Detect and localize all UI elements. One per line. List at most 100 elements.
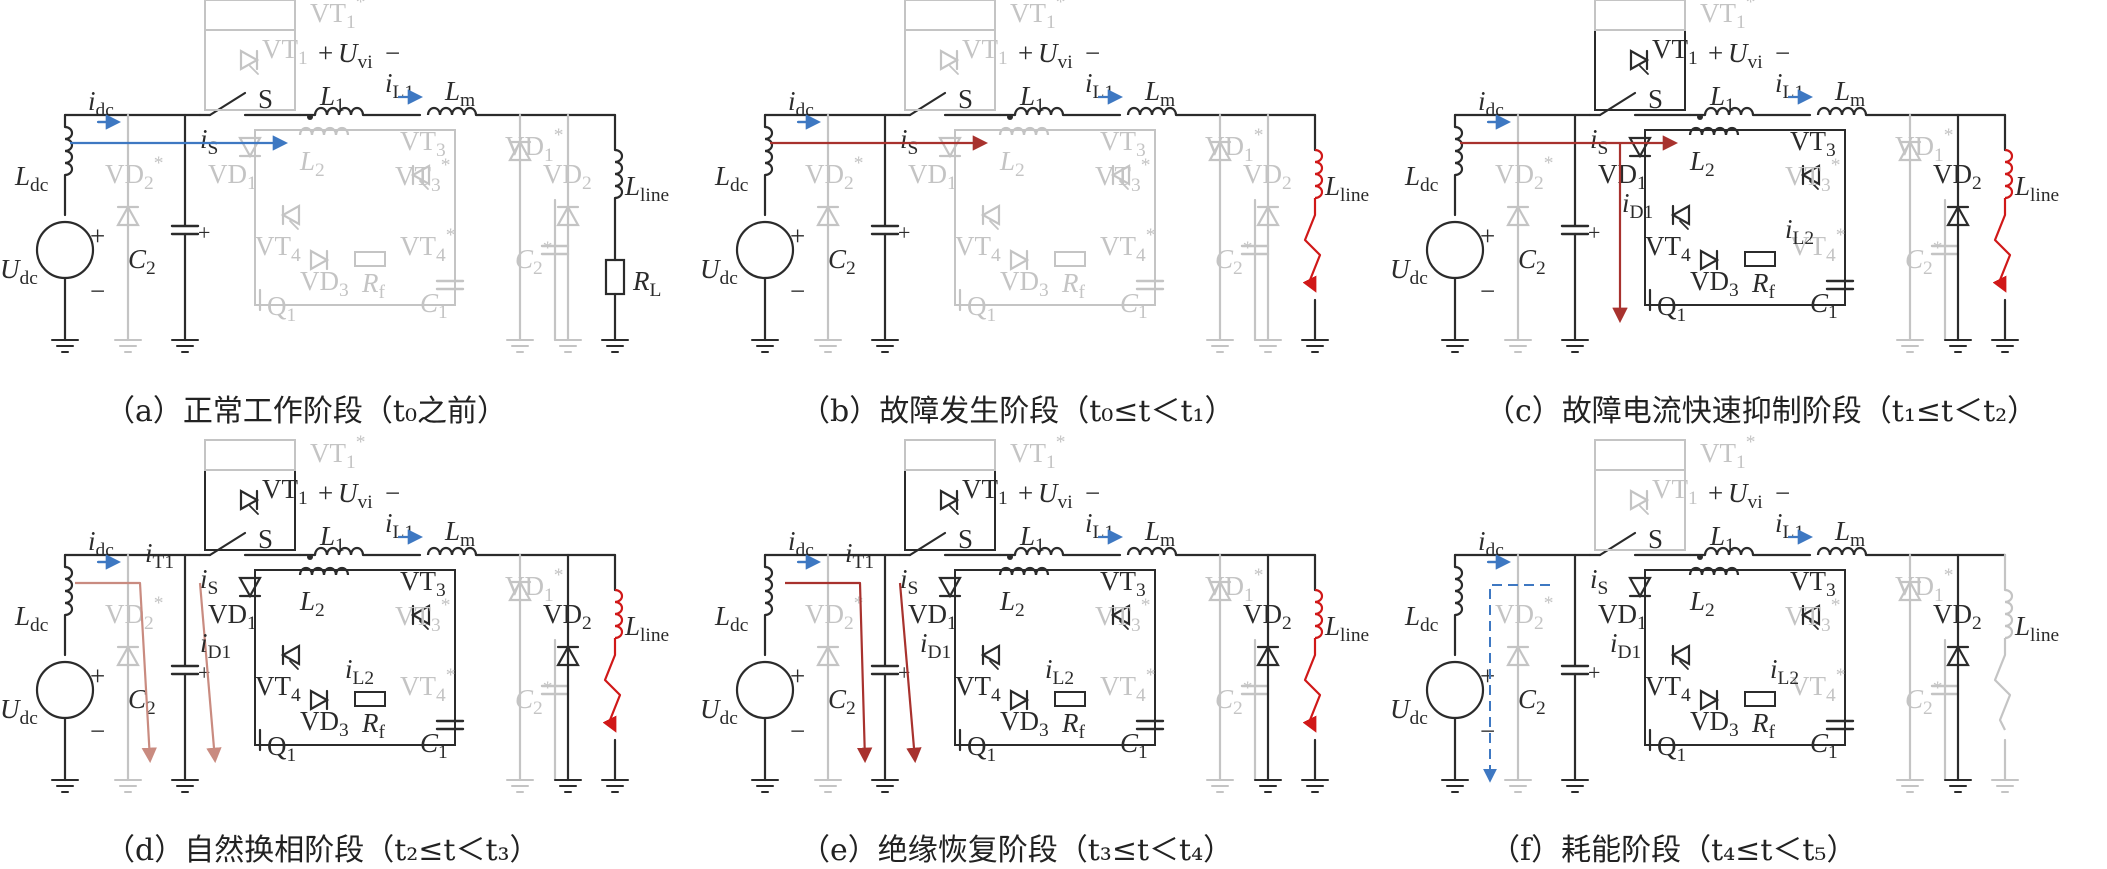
svg-text:C1: C1 [1810, 288, 1838, 323]
svg-text:iL2: iL2 [1785, 214, 1814, 249]
svg-text:C1: C1 [1120, 728, 1148, 763]
svg-text:Lm: Lm [444, 76, 475, 111]
svg-text:VD1*: VD1* [1895, 565, 1953, 606]
svg-text:iL2: iL2 [345, 654, 374, 689]
svg-text:+: + [318, 38, 333, 68]
caption-e: （e）绝缘恢复阶段（t₃≤t＜t₄） [800, 833, 1234, 868]
svg-text:L1: L1 [1709, 521, 1735, 556]
svg-text:VT4: VT4 [1645, 671, 1691, 706]
svg-text:VT1: VT1 [1652, 34, 1698, 69]
svg-text:Q1: Q1 [267, 291, 296, 326]
svg-text:Lline: Lline [624, 611, 669, 646]
svg-text:VD2: VD2 [1933, 599, 1982, 634]
svg-text:Lm: Lm [1834, 76, 1865, 111]
svg-text:iS: iS [1590, 124, 1608, 159]
svg-text:VT3: VT3 [1100, 566, 1146, 601]
svg-text:VD3: VD3 [1690, 706, 1739, 741]
svg-text:+: + [1018, 478, 1033, 508]
svg-text:C1: C1 [420, 288, 448, 323]
svg-text:−: − [1775, 38, 1790, 68]
svg-text:Lm: Lm [1144, 516, 1175, 551]
svg-text:VD3: VD3 [1690, 266, 1739, 301]
svg-text:VD2*: VD2* [105, 153, 163, 194]
svg-text:Rf: Rf [1061, 268, 1086, 303]
svg-text:VT3: VT3 [400, 566, 446, 601]
svg-text:C2: C2 [128, 244, 156, 279]
svg-text:VD1*: VD1* [1205, 565, 1263, 606]
svg-text:+: + [198, 220, 210, 245]
svg-text:idc: idc [788, 86, 814, 121]
svg-text:VD2: VD2 [543, 599, 592, 634]
svg-text:Q1: Q1 [967, 731, 996, 766]
svg-text:Uvi: Uvi [1728, 38, 1763, 73]
svg-text:+: + [1480, 221, 1495, 251]
svg-text:iL2: iL2 [1770, 654, 1799, 689]
svg-text:VD2: VD2 [1243, 599, 1292, 634]
svg-text:Udc: Udc [1390, 254, 1428, 289]
svg-text:VT4: VT4 [955, 671, 1001, 706]
svg-text:Uvi: Uvi [1038, 478, 1073, 513]
svg-text:VT4: VT4 [1645, 231, 1691, 266]
svg-text:C2*: C2* [1215, 678, 1252, 719]
svg-text:VT4: VT4 [255, 231, 301, 266]
svg-text:S: S [958, 524, 973, 554]
svg-text:VT3*: VT3* [395, 595, 450, 636]
svg-text:VD2: VD2 [1243, 159, 1292, 194]
svg-text:+: + [1708, 478, 1723, 508]
svg-text:L2: L2 [299, 586, 325, 621]
svg-text:S: S [1648, 524, 1663, 554]
svg-text:VT1: VT1 [1652, 474, 1698, 509]
svg-text:Rf: Rf [361, 708, 386, 743]
svg-text:VT1*: VT1* [310, 0, 365, 33]
svg-text:VT1*: VT1* [1700, 0, 1755, 33]
svg-text:Lline: Lline [2014, 611, 2059, 646]
svg-text:+: + [898, 220, 910, 245]
svg-text:VT1*: VT1* [1010, 0, 1065, 33]
svg-text:Lline: Lline [624, 171, 669, 206]
svg-text:VD1: VD1 [208, 159, 257, 194]
svg-text:VT3: VT3 [400, 126, 446, 161]
svg-text:VT1: VT1 [962, 474, 1008, 509]
svg-text:Lline: Lline [1324, 611, 1369, 646]
svg-text:Udc: Udc [1390, 694, 1428, 729]
svg-text:+: + [1018, 38, 1033, 68]
svg-text:−: − [1480, 716, 1495, 746]
svg-text:S: S [958, 84, 973, 114]
svg-text:−: − [790, 716, 805, 746]
svg-text:VT4*: VT4* [400, 225, 455, 266]
svg-text:−: − [90, 276, 105, 306]
svg-text:iD1: iD1 [200, 628, 231, 663]
svg-text:+: + [1588, 660, 1600, 685]
svg-text:C2*: C2* [1215, 238, 1252, 279]
svg-text:VD2*: VD2* [1495, 153, 1553, 194]
svg-text:L1: L1 [1019, 521, 1045, 556]
svg-text:VD3: VD3 [300, 706, 349, 741]
svg-text:VD1: VD1 [1598, 599, 1647, 634]
svg-text:C2*: C2* [1905, 678, 1942, 719]
svg-text:Ldc: Ldc [1404, 601, 1439, 636]
svg-text:Ldc: Ldc [1404, 161, 1439, 196]
svg-text:L1: L1 [319, 81, 345, 116]
svg-text:−: − [385, 38, 400, 68]
svg-text:C2*: C2* [515, 238, 552, 279]
svg-text:VD1: VD1 [908, 159, 957, 194]
svg-text:Udc: Udc [0, 254, 38, 289]
svg-text:Q1: Q1 [967, 291, 996, 326]
svg-text:VT3*: VT3* [1785, 595, 1840, 636]
svg-text:L1: L1 [319, 521, 345, 556]
svg-text:Lline: Lline [1324, 171, 1369, 206]
svg-text:Udc: Udc [700, 254, 738, 289]
svg-text:VT3: VT3 [1790, 126, 1836, 161]
svg-text:C1: C1 [1810, 728, 1838, 763]
svg-text:idc: idc [88, 526, 114, 561]
svg-text:idc: idc [1478, 526, 1504, 561]
caption-c: （c）故障电流快速抑制阶段（t₁≤t＜t₂） [1485, 394, 2038, 429]
svg-text:Q1: Q1 [1657, 291, 1686, 326]
svg-text:VT1*: VT1* [1700, 432, 1755, 473]
svg-text:+: + [1588, 220, 1600, 245]
svg-text:iT1: iT1 [145, 538, 174, 573]
svg-text:C2*: C2* [1905, 238, 1942, 279]
